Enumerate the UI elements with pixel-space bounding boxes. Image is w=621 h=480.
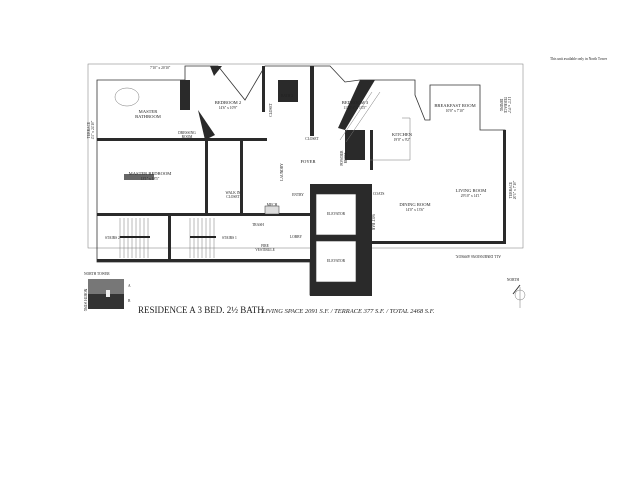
master-bedroom-label: MASTER BEDROOM (129, 171, 172, 176)
walk-in-label: WALK IN (225, 191, 240, 195)
terrace-left-label: TERRACE (87, 121, 91, 138)
mech-label: MECH (267, 203, 278, 207)
wet-bar-label: WET BAR (371, 214, 375, 231)
dressing-label2: ROOM (182, 135, 194, 139)
compass-label: NORTH (507, 278, 520, 282)
approx-note: ALL DIMENSIONS APPROX. (455, 254, 501, 258)
key-plan: NORTH TOWER NORTH WING A B (83, 272, 131, 312)
bedroom2-dim: 14'6" x 10'9" (219, 106, 238, 110)
dining-terrace-label: DINING (499, 99, 503, 112)
lobby-label: LOBBY (290, 235, 303, 239)
key-b-label: B (128, 299, 131, 303)
stairs2-label: STAIRS 2 (105, 236, 120, 240)
closet2-label: CLOSET (305, 137, 319, 141)
availability-note: This unit available only in North Tower (550, 57, 608, 61)
terrace-top-dim: 7'10" x 20'10" (150, 66, 171, 70)
dining-dim: 14'0" x 13'6" (406, 208, 425, 212)
terrace-right-label: TERRACE (509, 181, 513, 198)
walls (96, 65, 506, 296)
stairs1-label: STAIRS 1 (222, 236, 237, 240)
walk-in-label2: CLOSET (226, 195, 240, 199)
key-a-label: A (128, 284, 131, 288)
elevator-2 (315, 240, 357, 283)
kitchen-label: KITCHEN (392, 132, 413, 137)
terrace-left-dim: 4'1" x 24'10" (91, 120, 95, 139)
master-bath-label: MASTER (139, 109, 159, 114)
area-summary: LIVING SPACE 2091 S.F. / TERRACE 377 S.F… (261, 308, 435, 315)
key-wing-label: NORTH WING (83, 289, 87, 312)
living-label: LIVING ROOM (456, 188, 487, 193)
elevator-core (310, 184, 372, 296)
stairs (119, 218, 216, 258)
bedroom3-label: BEDROOM 3 (342, 100, 369, 105)
bath-tile (124, 174, 154, 180)
coats-label: COATS (373, 192, 384, 196)
bedroom3-dim: 11'10½" x 13'5" (344, 106, 367, 110)
dressing-label: DRESSING (178, 131, 196, 135)
bedroom2-label: BEDROOM 2 (215, 100, 242, 105)
residence-title: RESIDENCE A 3 BED. 2½ BATH (138, 305, 264, 315)
elevator1-label: ELEVATOR (327, 212, 346, 216)
laundry-label: LAUNDRY (280, 163, 284, 181)
terrace-right-dim: 20'1" x 7'10" (513, 180, 517, 199)
living-dim: 29'10" x 14'1" (461, 194, 482, 198)
powder-label: POWDER (340, 150, 344, 166)
dining-terrace-label2: TERRACE (503, 97, 507, 114)
breakfast-label: BREAKFAST ROOM (434, 103, 475, 108)
terrace-outline (87, 63, 524, 249)
elevator2-label: ELEVATOR (327, 259, 346, 263)
bathtub (114, 87, 140, 107)
dining-label: DINING ROOM (399, 202, 430, 207)
entry-label: ENTRY (292, 193, 304, 197)
key-tower-label: NORTH TOWER (84, 272, 110, 276)
master-bedroom-dim: 13'1" x 18'5" (141, 177, 160, 181)
north-compass: NORTH (507, 278, 526, 308)
breakfast-dim: 10'0" x 7'10" (446, 109, 465, 113)
fire-label2: VESTIBULE (255, 248, 275, 252)
foyer-label: FOYER (300, 159, 316, 164)
bath2-label: BATH 2 (281, 94, 293, 98)
trash-label: TRASH (252, 223, 264, 227)
fire-label: FIRE (261, 244, 270, 248)
dining-terrace-dim: 11'3" x 9'3" (507, 97, 511, 114)
mech-box (264, 205, 280, 215)
kitchen-counter (339, 91, 411, 161)
powder-label2: ROOM (344, 152, 348, 164)
kitchen-dim: 19'0" x 9'2" (394, 138, 411, 142)
master-bath-label2: BATHROOM (135, 114, 161, 119)
closet1-label: CLOSET (269, 102, 273, 116)
elevator-1 (315, 193, 357, 236)
